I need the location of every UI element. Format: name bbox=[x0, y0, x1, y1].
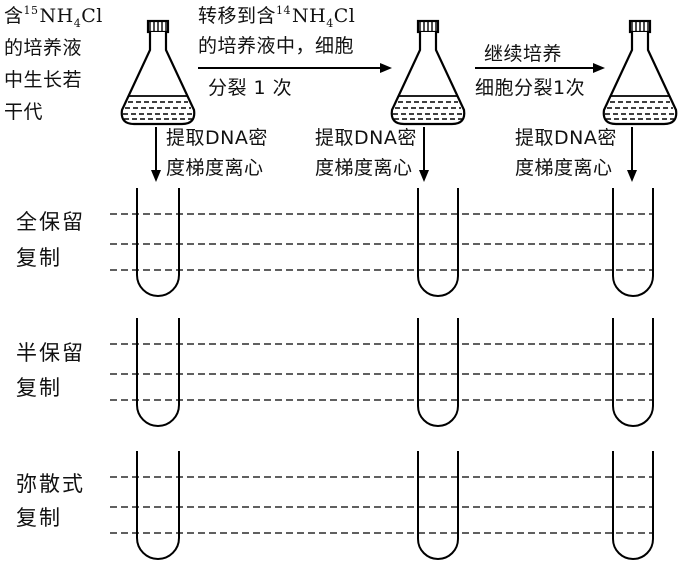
step2-line1: 转移到含14NH4Cl bbox=[198, 4, 356, 30]
flask-1 bbox=[120, 19, 196, 126]
flask-3 bbox=[602, 19, 678, 126]
row-label-dispersive-line2: 复制 bbox=[16, 506, 62, 530]
arrow-head bbox=[593, 63, 605, 73]
test-tube-1 bbox=[136, 451, 180, 560]
flask-2 bbox=[390, 19, 466, 126]
arrow-head bbox=[380, 63, 392, 73]
step2-line2: 的培养液中，细胞 bbox=[198, 35, 355, 57]
step1-line1: 含15NH4Cl bbox=[4, 4, 103, 30]
step1-line4: 干代 bbox=[4, 101, 44, 123]
isotope-14-sup: 14 bbox=[276, 4, 292, 17]
extract-label-1-line2: 度梯度离心 bbox=[166, 157, 264, 179]
flask-body bbox=[390, 32, 466, 126]
arrow-down-3 bbox=[627, 127, 637, 182]
step1-line2: 的培养液 bbox=[4, 37, 83, 59]
flask-body bbox=[602, 32, 678, 126]
extract-label-1-line1: 提取DNA密 bbox=[166, 127, 268, 149]
row-label-conservative-line1: 全保留 bbox=[16, 210, 85, 234]
extract-label-3-line1: 提取DNA密 bbox=[515, 127, 617, 149]
arrows bbox=[151, 63, 637, 182]
step1-line3: 中生长若 bbox=[4, 69, 83, 91]
row-label-dispersive-line1: 弥散式 bbox=[16, 472, 85, 496]
flask-body bbox=[120, 32, 196, 126]
test-tube-2 bbox=[417, 318, 459, 427]
step2-line3: 分裂 1 次 bbox=[208, 77, 293, 99]
extract-label-2-line2: 度梯度离心 bbox=[315, 157, 413, 179]
test-tube-2 bbox=[417, 188, 459, 297]
arrow-transfer-2 bbox=[475, 63, 605, 73]
flasks bbox=[120, 19, 678, 126]
test-tube-3 bbox=[612, 318, 654, 427]
isotope-15-sup: 15 bbox=[23, 4, 39, 17]
arrow-head bbox=[627, 170, 637, 182]
test-tube-1 bbox=[136, 318, 180, 427]
arrow-transfer-1 bbox=[198, 63, 392, 73]
arrow-head bbox=[419, 170, 429, 182]
row-dispersive bbox=[110, 451, 654, 560]
row-label-conservative-line2: 复制 bbox=[16, 246, 62, 270]
row-semiconservative bbox=[110, 318, 654, 427]
row-conservative bbox=[110, 188, 654, 297]
test-tube-3 bbox=[612, 188, 654, 297]
row-label-semiconservative-line1: 半保留 bbox=[16, 341, 85, 365]
test-tube-3 bbox=[612, 451, 654, 560]
step3-line2: 细胞分裂1次 bbox=[475, 77, 586, 99]
arrow-down-2 bbox=[419, 127, 429, 182]
test-tube-2 bbox=[417, 451, 459, 560]
arrow-down-1 bbox=[151, 127, 161, 182]
extract-label-3-line2: 度梯度离心 bbox=[515, 157, 613, 179]
arrow-head bbox=[151, 170, 161, 182]
step3-line1: 继续培养 bbox=[484, 43, 563, 65]
extract-label-2-line1: 提取DNA密 bbox=[315, 127, 417, 149]
tube-rows bbox=[110, 188, 654, 560]
test-tube-1 bbox=[136, 188, 180, 297]
row-label-semiconservative-line2: 复制 bbox=[16, 376, 62, 400]
